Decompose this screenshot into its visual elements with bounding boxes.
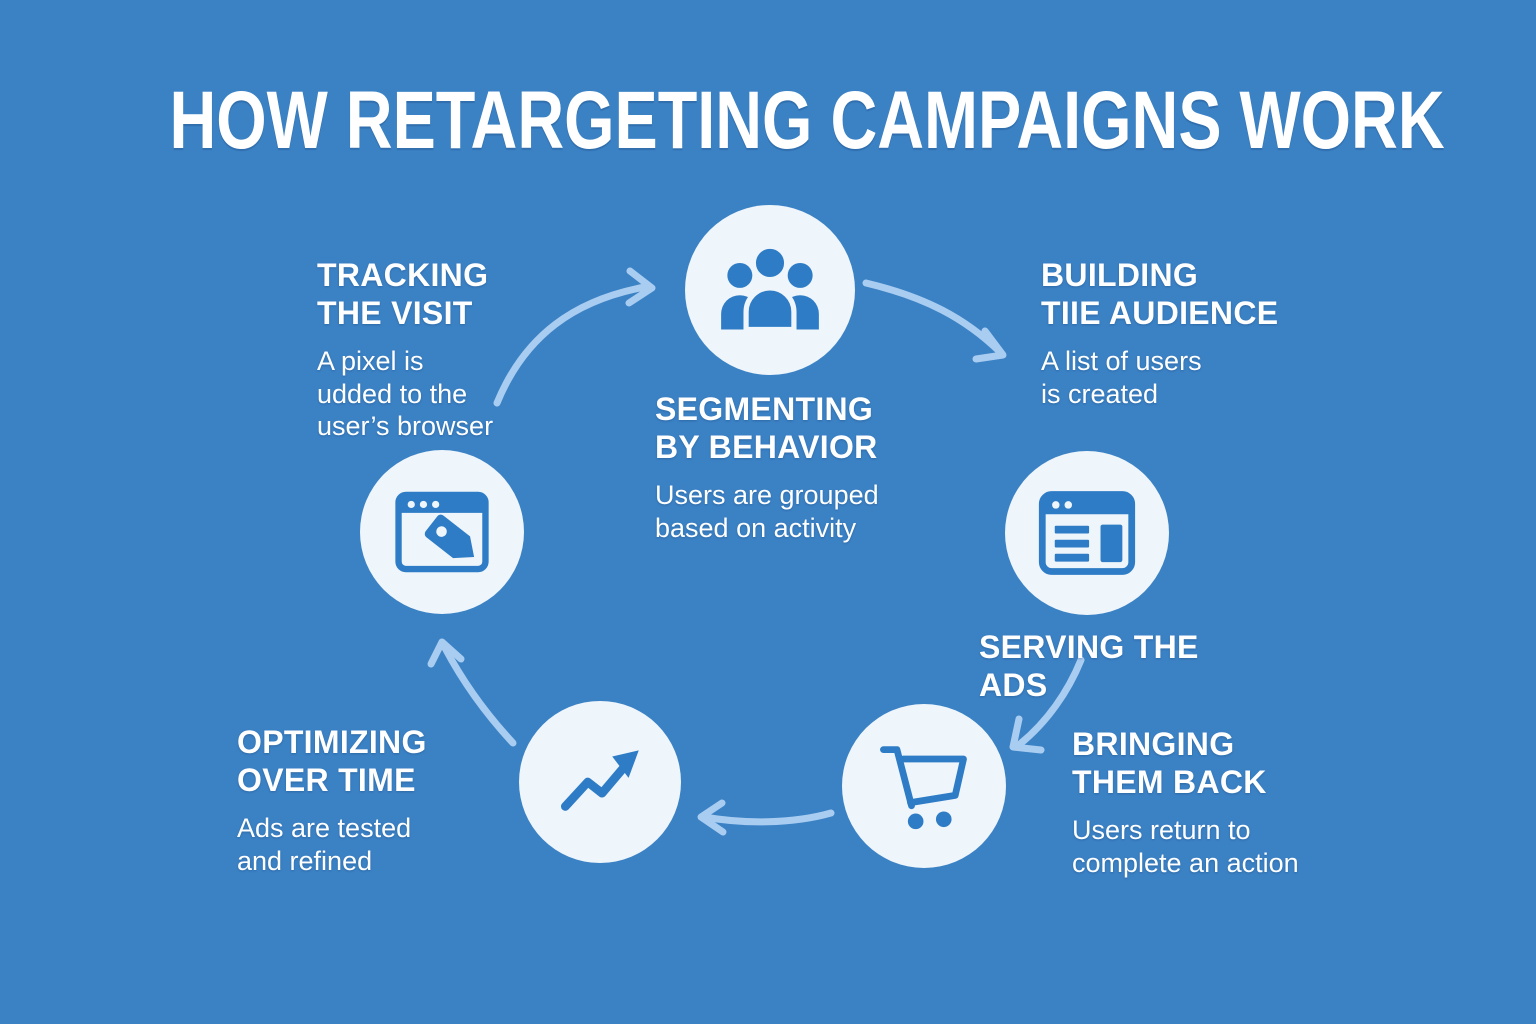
step-serving-text: SERVING THE ADS	[979, 628, 1199, 704]
step-optimizing-body: Ads are tested and refined	[237, 813, 412, 876]
step-bringing-text: BRINGING THEM BACK Users return to compl…	[1072, 725, 1299, 879]
node-optimizing	[519, 701, 681, 863]
step-segmenting-text: SEGMENTING BY BEHAVIOR Users are grouped…	[655, 390, 879, 544]
step-optimizing-heading: OPTIMIZING OVER TIME	[237, 724, 427, 799]
people-icon	[721, 243, 819, 333]
step-building-text: BUILDING TIIE AUDIENCE A list of users i…	[1041, 256, 1278, 410]
page-title: HOW RETARGETING CAMPAIGNS WORK	[169, 75, 1445, 166]
arrow-tracking-to-segmenting	[493, 267, 656, 407]
node-serving	[1005, 451, 1169, 615]
trend-chart-icon	[560, 750, 639, 811]
step-building-body: A list of users is created	[1041, 346, 1202, 409]
step-tracking-text: TRACKING THE VISIT A pixel is udded to t…	[317, 256, 493, 443]
step-building-heading: BUILDING TIIE AUDIENCE	[1041, 257, 1279, 332]
browser-tag-icon	[395, 491, 489, 573]
step-serving-heading: SERVING THE ADS	[979, 629, 1199, 704]
arrow-segmenting-to-building	[862, 279, 1007, 363]
node-segmenting	[685, 205, 855, 375]
step-tracking-heading: TRACKING THE VISIT	[317, 257, 489, 332]
step-tracking-body: A pixel is udded to the user’s browser	[317, 346, 494, 442]
cart-icon	[880, 746, 967, 830]
node-tracking	[360, 450, 524, 614]
step-segmenting-body: Users are grouped based on activity	[655, 480, 879, 543]
browser-ad-icon	[1038, 491, 1136, 575]
arrow-bringing-to-optimizing	[697, 799, 835, 836]
step-bringing-body: Users return to complete an action	[1072, 815, 1299, 878]
step-optimizing-text: OPTIMIZING OVER TIME Ads are tested and …	[237, 723, 427, 877]
arrow-optimizing-to-tracking	[427, 638, 517, 747]
node-bringing	[842, 704, 1006, 868]
step-bringing-heading: BRINGING THEM BACK	[1072, 726, 1267, 801]
step-segmenting-heading: SEGMENTING BY BEHAVIOR	[655, 391, 878, 466]
